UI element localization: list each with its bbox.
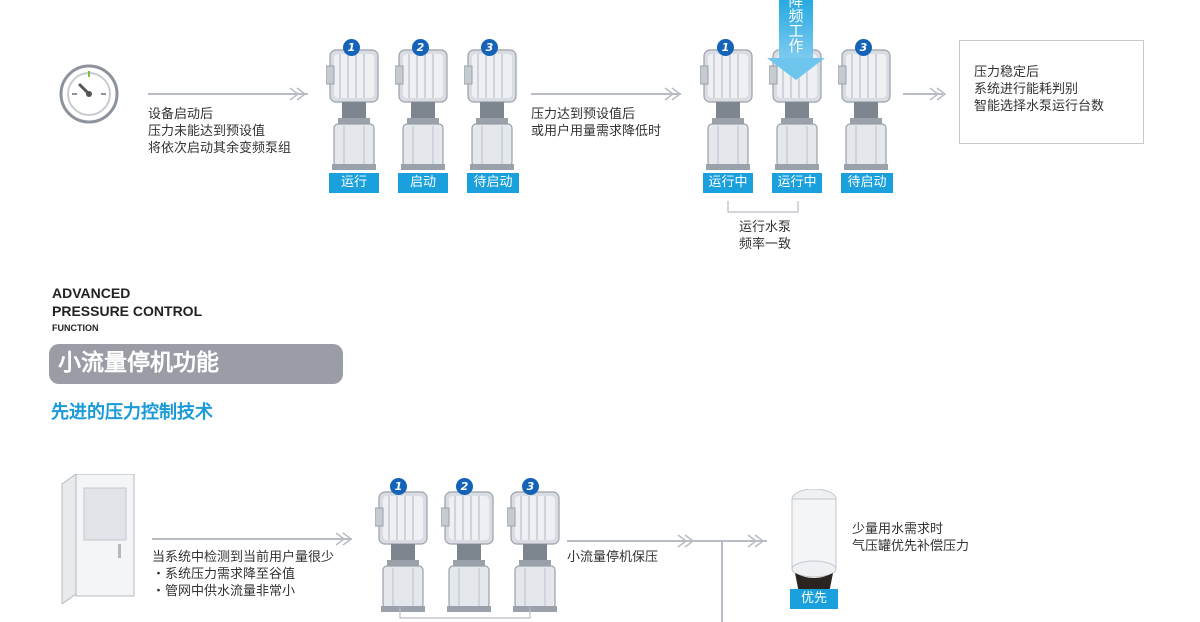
step2-description: 压力达到预设值后 或用户用量需求降低时 [531, 107, 662, 139]
flow-arrow-b2 [567, 540, 767, 542]
pressure-tank-icon [791, 489, 837, 593]
pump-status-badge: 运行中 [703, 173, 753, 193]
flow-arrow-1 [148, 93, 308, 95]
pressure-gauge-icon [59, 64, 119, 124]
step1-description: 设备启动后 压力未能达到预设值 将依次启动其余变频泵组 [148, 107, 292, 156]
pump-number-badge: 2 [412, 39, 429, 56]
pump-icon [464, 40, 520, 170]
flow-arrow-2 [531, 93, 681, 95]
bracket-line [399, 607, 531, 619]
pump-icon [326, 40, 382, 170]
arrow-head-icon [929, 87, 947, 101]
arrow-head-icon [747, 534, 765, 548]
branch-pipe [721, 540, 723, 622]
pump-icon [838, 40, 894, 170]
bracket-line [727, 201, 799, 213]
pump-icon [700, 40, 756, 170]
section-title-line2: PRESSURE CONTROL [52, 303, 203, 319]
pump-number-badge: 1 [717, 39, 734, 56]
flow-arrow-3 [903, 93, 943, 95]
section-banner-text: 小流量停机功能 [58, 350, 219, 376]
flow-arrow-b1 [152, 538, 352, 540]
arrow-head-icon [289, 87, 307, 101]
pump-icon [375, 482, 431, 612]
pump-number-badge: 3 [522, 478, 539, 495]
frequency-down-label: 降 频 工 作 [788, 0, 804, 55]
arrow-head-icon [335, 532, 353, 546]
result-text: 压力稳定后 系统进行能耗判别 智能选择水泵运行台数 [974, 65, 1105, 114]
section-title-line3: FUNCTION [52, 323, 99, 333]
tank-priority-badge: 优先 [790, 589, 838, 609]
pump-number-badge: 1 [343, 39, 360, 56]
arrow-head-icon [664, 87, 682, 101]
pump-number-badge: 3 [481, 39, 498, 56]
bracket-note: 运行水泵 频率一致 [738, 220, 791, 252]
bottom-step1-description: 当系统中检测到当前用户量很少 ・系统压力需求降至谷值 ・管网中供水流量非常小 [152, 550, 335, 599]
result-box: 压力稳定后 系统进行能耗判别 智能选择水泵运行台数 [959, 40, 1144, 144]
pump-status-badge: 运行 [329, 173, 379, 193]
pump-number-badge: 1 [390, 478, 407, 495]
section-title-line1: ADVANCED [52, 285, 131, 301]
pump-icon [441, 482, 497, 612]
control-cabinet-icon [61, 474, 135, 604]
pump-icon [395, 40, 451, 170]
pump-number-badge: 3 [855, 39, 872, 56]
tank-description: 少量用水需求时 气压罐优先补偿压力 [852, 522, 970, 554]
frequency-down-arrow-icon [767, 0, 825, 80]
section-banner [49, 344, 343, 384]
pump-status-badge: 启动 [398, 173, 448, 193]
pump-status-badge: 运行中 [772, 173, 822, 193]
pump-status-badge: 待启动 [467, 173, 519, 193]
pump-icon [507, 482, 563, 612]
pump-status-badge: 待启动 [841, 173, 893, 193]
arrow-head-icon [677, 534, 695, 548]
section-subtitle: 先进的压力控制技术 [51, 402, 213, 423]
pump-number-badge: 2 [456, 478, 473, 495]
bottom-step2-description: 小流量停机保压 [567, 550, 659, 565]
